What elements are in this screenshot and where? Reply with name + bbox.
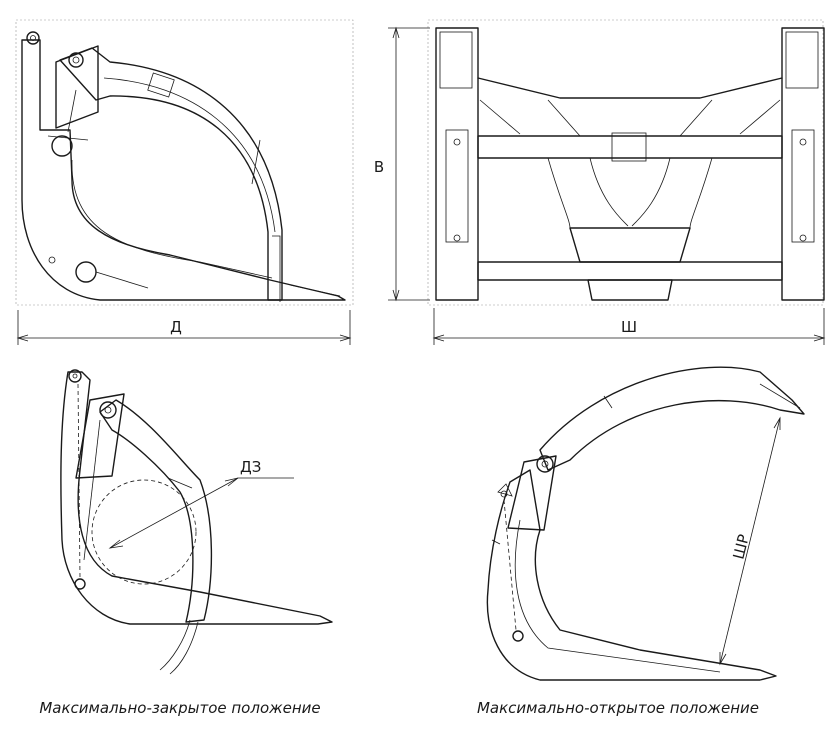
tine-upper-legs — [547, 99, 713, 137]
bucket-inner-line — [71, 159, 273, 279]
lower-crossbeam — [477, 261, 783, 281]
tine-outer-curves — [547, 157, 713, 229]
pivot-pin-arm — [68, 52, 84, 68]
center-bracket — [611, 132, 647, 162]
caption-closed: Максимально-закрытое положение — [39, 699, 320, 717]
tine-foot — [587, 279, 673, 301]
closed-jaw-joint — [167, 477, 193, 489]
lower-link — [95, 271, 149, 289]
dim-jaw-opening-line — [719, 417, 781, 665]
open-jaw-joint — [603, 395, 613, 409]
dim-jaw-diameter-arrow-1 — [108, 539, 124, 549]
closed-side-plate — [75, 393, 125, 479]
right-column-top-bracket — [785, 31, 819, 89]
closed-bucket-body — [60, 371, 333, 625]
pivot-pin-top-center — [30, 35, 36, 41]
bucket-body — [21, 39, 346, 301]
dim-width-arrow-left — [432, 334, 445, 342]
dim-jaw-diameter-label: ДЗ — [240, 458, 261, 476]
side-plate-slot — [67, 89, 77, 133]
left-column — [435, 27, 479, 301]
left-column-top-bracket — [439, 31, 473, 89]
open-cylinder-mark — [491, 539, 501, 545]
right-column-inner — [791, 129, 815, 243]
open-cylinder-axis — [503, 499, 517, 631]
dim-height-label: В — [374, 158, 384, 176]
cylinder-rod — [47, 135, 89, 141]
bolt-head — [48, 256, 56, 264]
closed-pin-top-center — [72, 373, 78, 379]
jaw-inner-line — [103, 77, 276, 233]
front-view-frame — [427, 19, 824, 306]
open-bucket-body — [486, 469, 777, 681]
tine-inner-curves — [589, 157, 671, 227]
open-body-inner — [514, 519, 721, 673]
open-pin-clip — [497, 483, 513, 497]
right-column — [781, 27, 825, 301]
open-pin-lower — [512, 630, 524, 642]
left-bolt-1 — [453, 138, 461, 146]
closed-pin-top — [68, 369, 82, 383]
left-bolt-2 — [453, 234, 461, 242]
tine-base — [569, 227, 691, 263]
tine-tip — [289, 284, 341, 297]
closed-body-edge — [83, 419, 101, 561]
dim-length-label: Д — [170, 318, 182, 336]
dim-width-arrow-right — [813, 334, 826, 342]
dim-jaw-opening-arrow-top — [773, 416, 781, 430]
jaw-bracket — [147, 72, 175, 98]
open-position-view: ШР Максимально-открытое положение — [477, 366, 805, 717]
open-pin-arm-center — [541, 460, 549, 468]
right-bolt-2 — [799, 234, 807, 242]
dim-length-arrow-right — [339, 334, 352, 342]
open-side-plate — [507, 455, 557, 531]
top-guard — [477, 77, 783, 99]
caption-open: Максимально-открытое положение — [477, 699, 759, 717]
dim-height-arrow-bottom — [392, 289, 400, 302]
dim-jaw-opening-label: ШР — [729, 532, 753, 561]
closed-upper-jaw — [99, 399, 213, 623]
front-view: В Ш — [374, 19, 826, 345]
side-view: Д — [15, 19, 354, 345]
dim-length-arrow-left — [16, 334, 29, 342]
closed-cylinder-axis — [77, 383, 81, 579]
open-jaw-tip-line — [759, 383, 801, 409]
closed-tine-lines — [159, 619, 199, 675]
top-guard-braces — [479, 99, 781, 135]
dim-height-arrow-top — [392, 26, 400, 39]
left-column-inner — [445, 129, 469, 243]
closed-pin-lower — [74, 578, 86, 590]
jaw-rib — [251, 139, 261, 185]
dim-jaw-diameter-line — [109, 477, 239, 549]
right-bolt-1 — [799, 138, 807, 146]
closed-position-view: ДЗ Максимально-закрытое положение — [39, 369, 333, 717]
open-pin-arm — [536, 455, 554, 473]
open-upper-jaw — [539, 366, 805, 471]
side-view-frame — [15, 19, 354, 306]
pivot-pin-arm-center — [72, 56, 80, 64]
open-pin-top — [500, 490, 508, 498]
jaw-capacity-circle — [91, 479, 197, 585]
cylinder-pin — [51, 135, 73, 157]
closed-pin-arm — [99, 401, 117, 419]
closed-pin-arm-center — [104, 406, 112, 414]
dim-width-label: Ш — [621, 318, 637, 336]
middle-crossbeam — [477, 135, 783, 159]
dim-jaw-opening-arrow-bottom — [719, 652, 727, 666]
tine-hook — [272, 235, 281, 302]
side-plate — [55, 45, 99, 129]
pivot-pin-top — [26, 31, 40, 45]
lower-pin — [75, 261, 97, 283]
upper-jaw-arm — [59, 47, 283, 301]
